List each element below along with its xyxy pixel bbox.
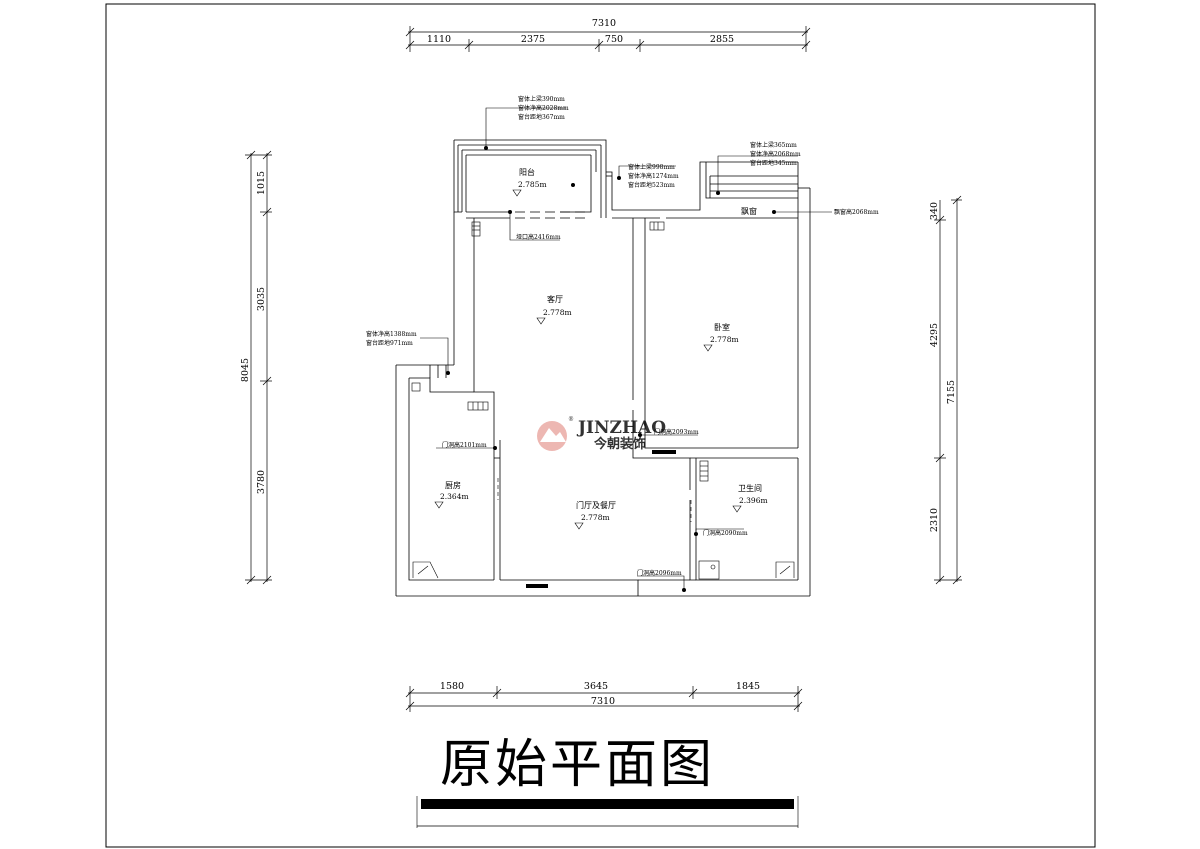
left-dim-1: 1015 [256, 171, 267, 195]
room-bay-window: 飘窗 [741, 206, 757, 216]
middle-window-note-2: 窗体净高1274mm [628, 172, 679, 180]
bay-window-height-note: 飘窗高2068mm [834, 208, 879, 216]
leader-lines [420, 107, 832, 590]
kitchen-window-note-2: 窗台距地971mm [366, 339, 413, 347]
kitchen-window-note-1: 窗体净高1388mm [366, 330, 417, 338]
bottom-dim-1: 1580 [440, 681, 464, 692]
left-total-dim: 8045 [240, 358, 251, 382]
bathroom-name: 卫生间 [738, 483, 762, 493]
right-dimensions [934, 195, 962, 585]
top-dim-3: 750 [605, 34, 623, 45]
top-total-dim: 7310 [592, 18, 616, 29]
kitchen-height: 2.364m [440, 492, 469, 501]
sheet-border [105, 3, 1096, 848]
room-balcony: 阳台 2.785m [512, 167, 547, 197]
room-living: 客厅 2.778m [536, 294, 572, 325]
floor-plan-walls [395, 139, 811, 597]
bedroom-name: 卧室 [714, 322, 730, 332]
top-dim-4: 2855 [710, 34, 734, 45]
dining-height: 2.778m [581, 513, 610, 522]
left-dim-3: 3780 [256, 470, 267, 494]
bottom-dim-3: 1845 [736, 681, 760, 692]
top-dim-2: 2375 [521, 34, 545, 45]
bay-window-name: 飘窗 [741, 206, 757, 216]
balcony-name: 阳台 [519, 167, 535, 177]
room-bedroom: 卧室 2.778m [703, 322, 739, 352]
bedroom-window-note-3: 窗台距地345mm [750, 159, 797, 167]
registered-mark-icon: ® [568, 416, 574, 423]
jinzhao-logo: JINZHAO 今朝装饰 ® [537, 416, 666, 452]
bedroom-window-note-2: 窗体净高2068mm [750, 150, 801, 158]
top-dim-1: 1110 [427, 34, 451, 45]
leader-dots [446, 146, 776, 592]
top-dimensions [405, 26, 811, 52]
fixtures [411, 221, 795, 580]
right-dim-2: 4295 [929, 323, 940, 347]
bedroom-door-note: 门洞高2093mm [654, 428, 699, 436]
logo-text-cn: 今朝装饰 [593, 436, 646, 452]
entry-door-note: 门洞高2096mm [637, 569, 682, 577]
title-underline-bar [421, 799, 794, 809]
living-name: 客厅 [547, 294, 563, 304]
opening-height-note: 垭口高2416mm [516, 233, 561, 241]
kitchen-name: 厨房 [445, 480, 461, 490]
balcony-window-note-1: 窗体上梁390mm [518, 95, 565, 103]
living-height: 2.778m [543, 308, 572, 317]
kitchen-door-note: 门洞高2101mm [442, 441, 487, 449]
balcony-window-note-3: 窗台距地367mm [518, 113, 565, 121]
logo-text-en: JINZHAO [576, 418, 666, 438]
balcony-window-note-2: 窗体净高2028mm [518, 104, 569, 112]
bottom-total-dim: 7310 [591, 696, 615, 707]
right-total-dim: 7155 [946, 380, 957, 404]
right-dim-3: 2310 [929, 508, 940, 532]
dining-name: 门厅及餐厅 [576, 500, 616, 510]
left-dim-2: 3035 [256, 287, 267, 311]
room-dining: 门厅及餐厅 2.778m [574, 500, 616, 530]
middle-window-note-1: 窗体上梁998mm [628, 163, 675, 171]
page-title: 原始平面图 [440, 735, 716, 795]
bedroom-window-note-1: 窗体上梁365mm [750, 141, 797, 149]
bottom-dim-2: 3645 [584, 681, 608, 692]
middle-window-note-3: 窗台距地523mm [628, 181, 675, 189]
bathroom-height: 2.396m [739, 496, 768, 505]
bottom-dimensions [405, 686, 803, 712]
bedroom-height: 2.778m [710, 335, 739, 344]
right-dim-1: 340 [929, 202, 940, 220]
bathroom-door-note: 门洞高2090mm [703, 529, 748, 537]
room-bathroom: 卫生间 2.396m [732, 483, 768, 513]
balcony-height: 2.785m [518, 180, 547, 189]
room-kitchen: 厨房 2.364m [434, 480, 469, 509]
left-dimensions [245, 150, 272, 585]
